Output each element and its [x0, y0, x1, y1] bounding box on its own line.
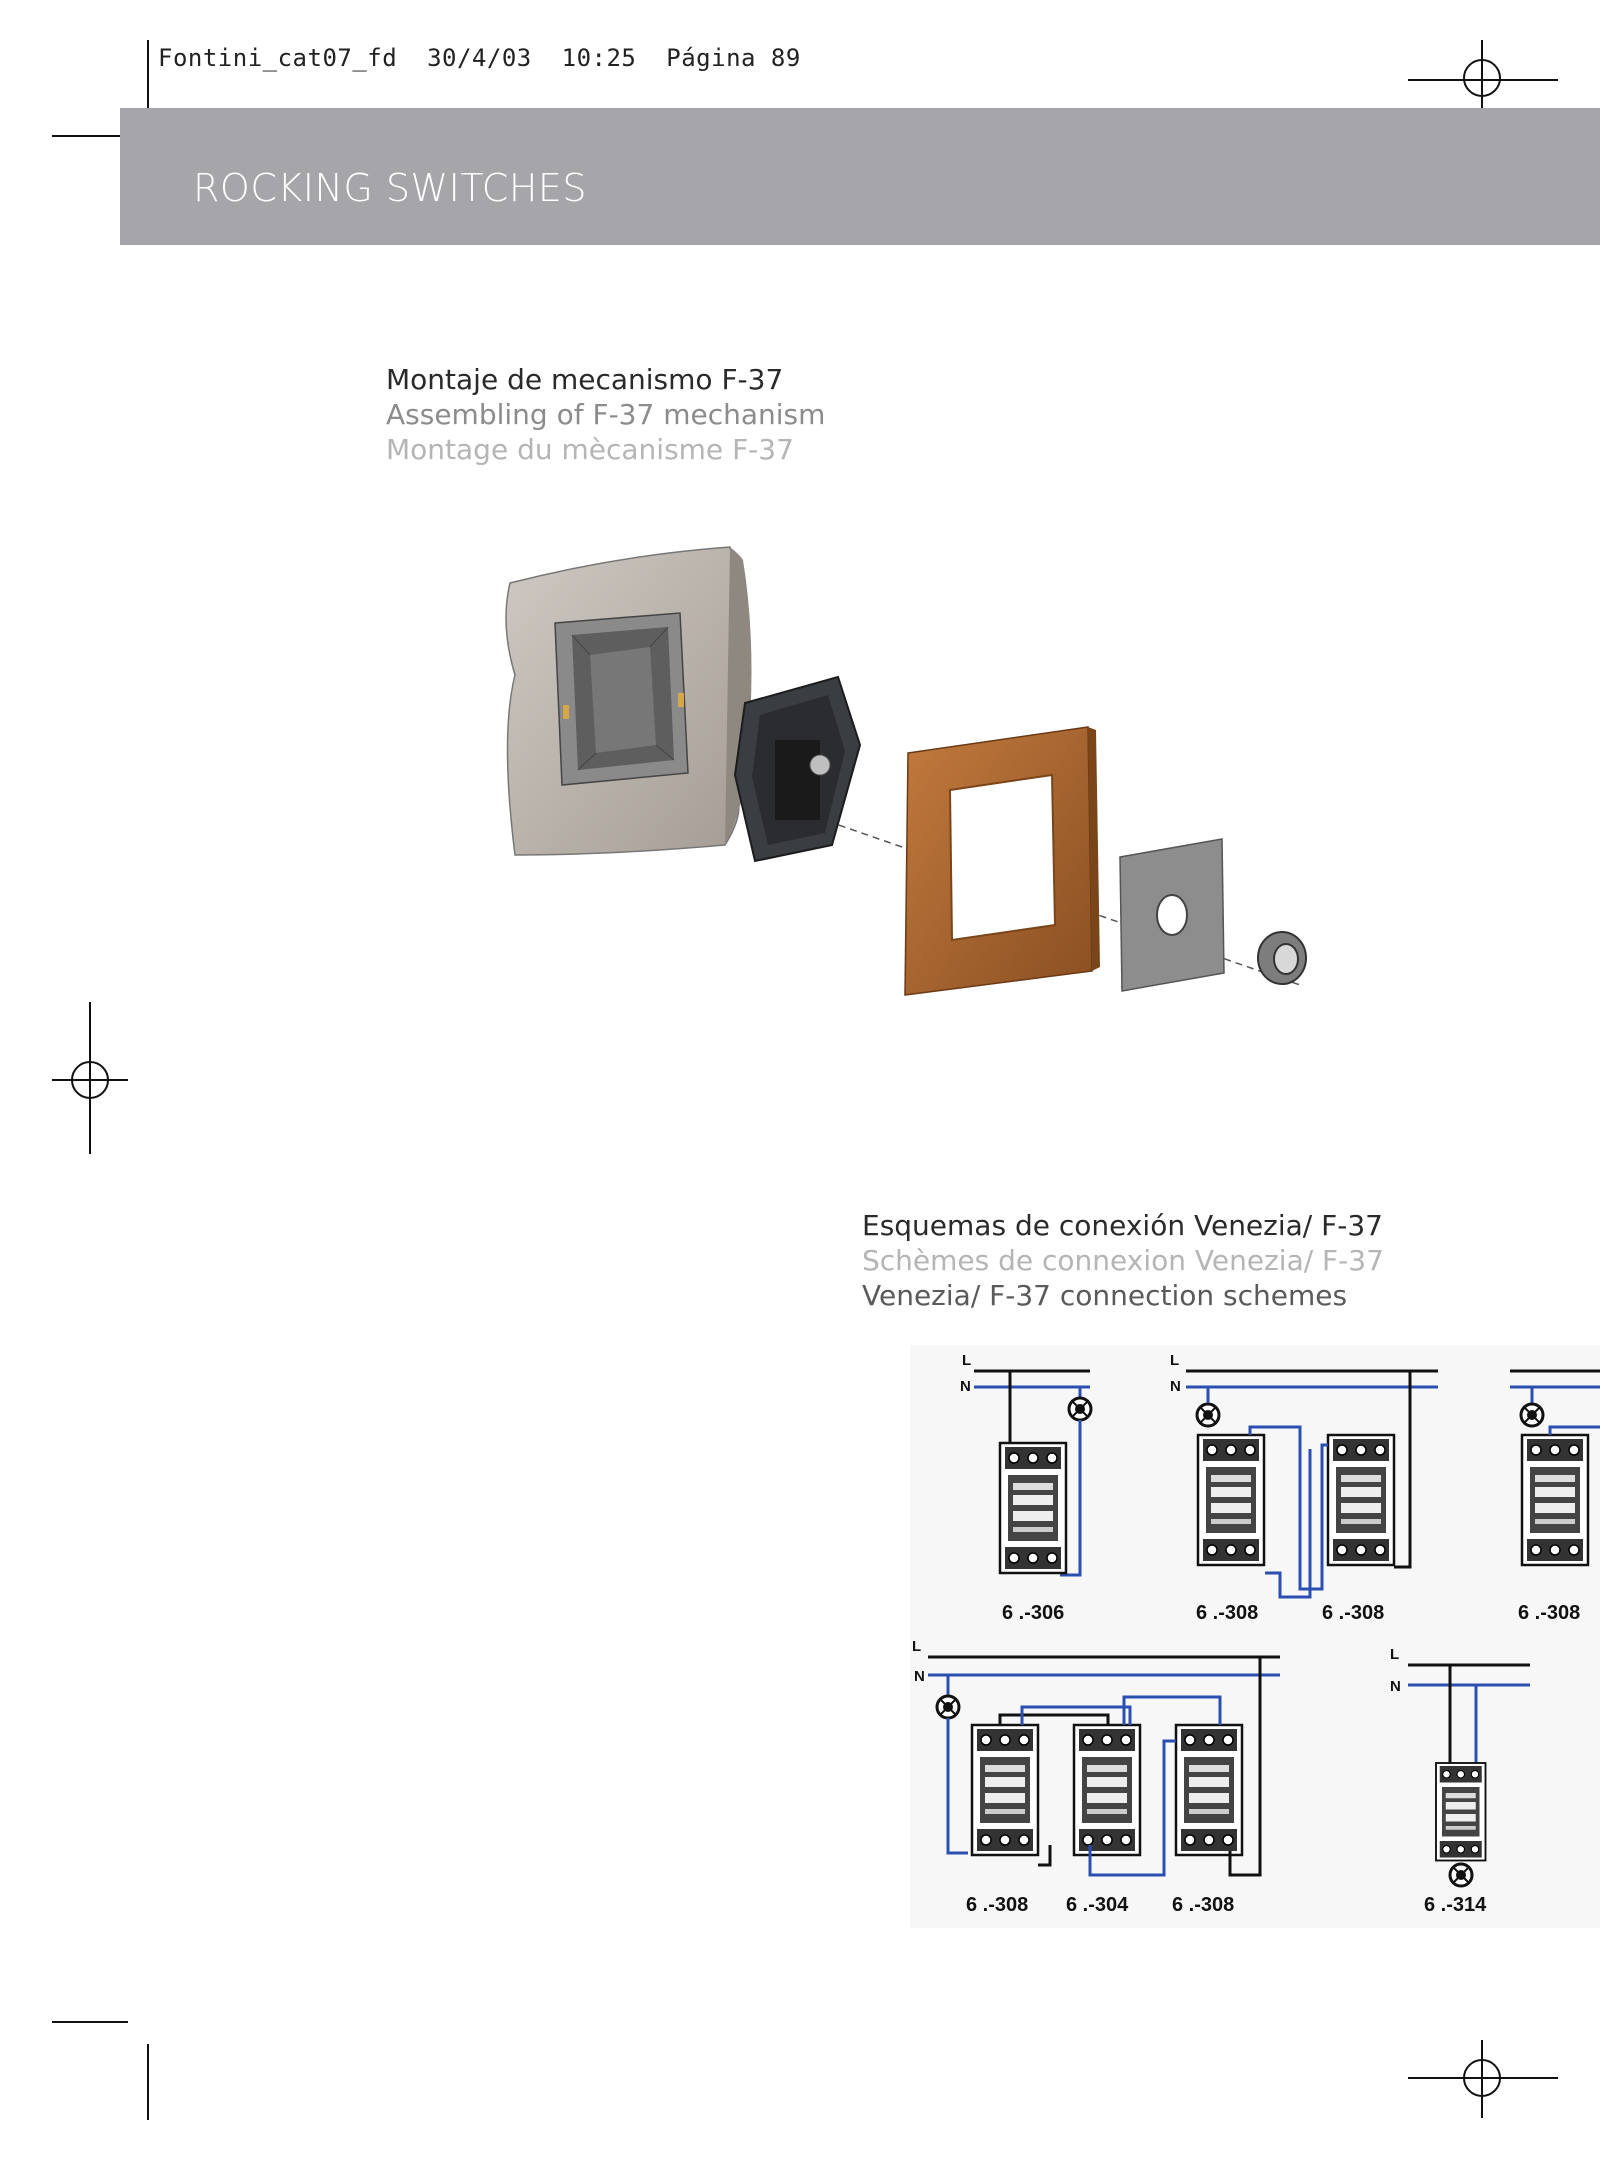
print-slug-line: Fontini_cat07_fd 30/4/03 10:25 Página 89	[158, 44, 801, 72]
wood-frame	[904, 726, 1100, 996]
diagram-5-line-n: N	[1390, 1678, 1401, 1695]
registration-target-left	[52, 1002, 128, 1154]
scheme-diagram-2: L N 6 .-308 6 .-308	[1170, 1352, 1438, 1624]
diagram-3-label: 6 .-308	[1518, 1602, 1580, 1624]
cover-plate	[1119, 838, 1225, 992]
registration-target-top-right	[1408, 40, 1558, 116]
diagram-4-label-a: 6 .-308	[966, 1894, 1028, 1916]
diagram-4-label-b: 6 .-304	[1066, 1894, 1129, 1916]
assembly-caption-fr: Montage du mècanisme F-37	[386, 433, 794, 466]
diagram-1-label: 6 .-306	[1002, 1602, 1064, 1624]
scheme-diagram-4: L N 6 .-308 6 .-304 6 .-308	[912, 1638, 1280, 1916]
diagram-5-line-l: L	[1390, 1646, 1399, 1663]
switch-mechanism	[733, 675, 862, 863]
schemes-caption-en: Venezia/ F-37 connection schemes	[862, 1279, 1348, 1312]
assembly-caption-es: Montaje de mecanismo F-37	[386, 363, 784, 396]
diagram-2-label-a: 6 .-308	[1196, 1602, 1258, 1624]
scheme-diagram-1: L N 6 .-306	[960, 1352, 1093, 1624]
schemes-caption-fr: Schèmes de connexion Venezia/ F-37	[862, 1244, 1384, 1277]
diagram-5-label: 6 .-314	[1424, 1894, 1487, 1916]
assembly-caption-en: Assembling of F-37 mechanism	[386, 398, 826, 431]
diagram-2-label-b: 6 .-308	[1322, 1602, 1384, 1624]
header-band	[120, 108, 1600, 245]
diagram-4-label-c: 6 .-308	[1172, 1894, 1234, 1916]
scheme-diagram-3: 6 .-308	[1510, 1369, 1600, 1624]
diagram-2-line-l: L	[1170, 1352, 1179, 1369]
connection-schemes: L N 6 .-306 L N 6 .-308 6 .-308 6 .-308	[910, 1345, 1600, 1928]
scheme-diagram-5: L N 6 .-314	[1390, 1646, 1530, 1916]
registration-target-bottom-right	[1408, 2040, 1558, 2118]
mounting-box	[554, 612, 689, 786]
assembly-illustration	[505, 546, 1307, 996]
knob-ring	[1257, 931, 1307, 985]
diagram-4-line-n: N	[914, 1668, 925, 1685]
page-title: ROCKING SWITCHES	[193, 166, 588, 210]
diagram-2-line-n: N	[1170, 1378, 1181, 1395]
schemes-caption-es: Esquemas de conexión Venezia/ F-37	[862, 1209, 1383, 1242]
diagram-1-line-l: L	[962, 1352, 971, 1369]
diagram-1-line-n: N	[960, 1378, 971, 1395]
diagram-4-line-l: L	[912, 1638, 921, 1655]
